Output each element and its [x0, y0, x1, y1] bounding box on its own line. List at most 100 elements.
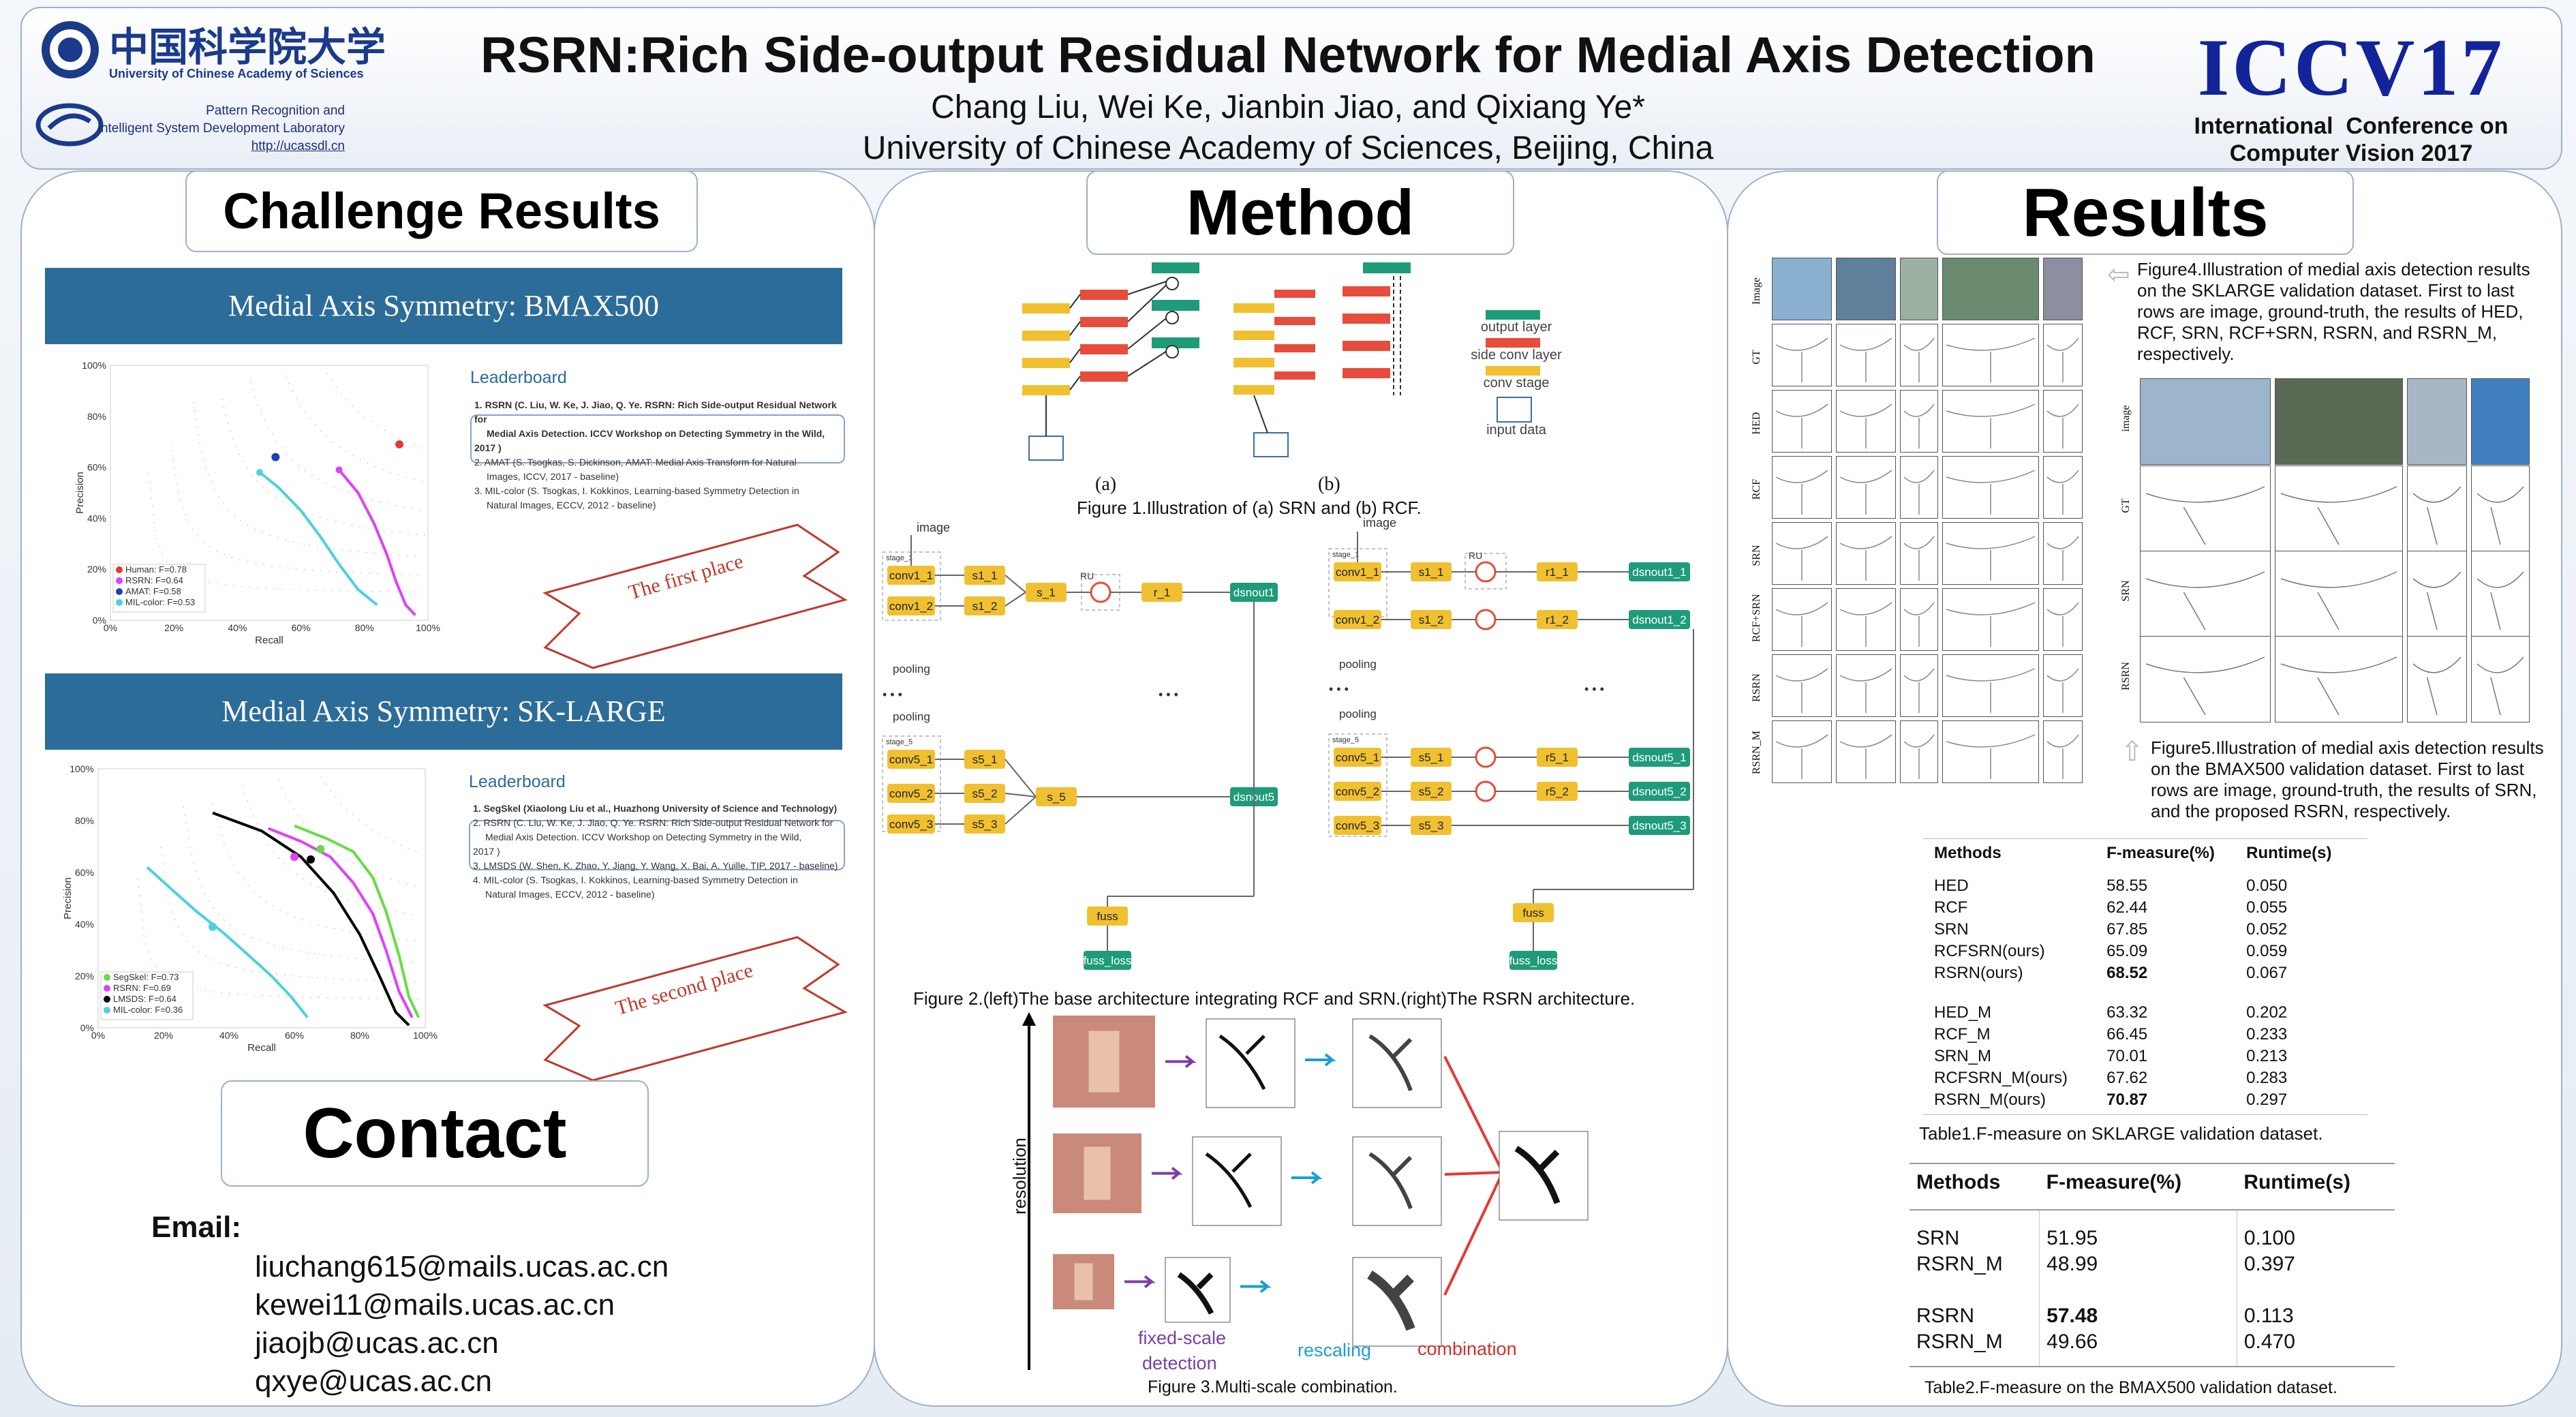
arch-s5-3-r-label: s5_3	[1419, 819, 1444, 832]
leaderboard2-title: Leaderboard	[469, 772, 566, 791]
table-cell: 51.95	[2039, 1210, 2237, 1251]
legend-output-swatch	[1486, 310, 1540, 320]
arch-ru-circle-r1	[1475, 561, 1497, 583]
poster-affiliation: University of Chinese Academy of Science…	[862, 130, 1714, 166]
table1-caption: Table1.F-measure on SKLARGE validation d…	[1919, 1123, 2323, 1144]
fig4-result-cell	[2043, 654, 2083, 717]
x-tick-label: 60%	[292, 622, 311, 633]
leaderboard-entry: Images, ICCV, 2017 - baseline)	[487, 471, 619, 482]
table-cell: 0.213	[2246, 1047, 2288, 1065]
fig4-result-cell	[1900, 588, 1938, 651]
legend-label: RSRN: F=0.64	[125, 575, 183, 585]
fig4-result-cell	[1836, 522, 1896, 585]
email-4[interactable]: qxye@ucas.ac.cn	[255, 1365, 492, 1398]
fig3-photo-figure	[1088, 1031, 1120, 1093]
arch-image-label: image	[917, 521, 950, 534]
lab-url-link[interactable]: http://ucassdl.cn	[251, 139, 345, 153]
table-cell: 67.85	[2106, 920, 2148, 939]
email-3[interactable]: jiaojb@ucas.ac.cn	[255, 1326, 499, 1360]
arch-s5-2-box	[964, 784, 1005, 803]
table-cell: RCFSRN_M(ours)	[1934, 1069, 2068, 1087]
arch-s5-2-r-label: s5_2	[1419, 785, 1444, 798]
table-cell: RSRN	[1916, 1305, 1975, 1327]
fig4-result-cell	[1836, 456, 1896, 519]
series-line	[212, 811, 410, 1026]
contact-title: Contact	[221, 1080, 649, 1187]
fig4-row-label: RCF	[1751, 478, 1762, 500]
y-tick-label: 0%	[80, 1022, 94, 1033]
y-tick-label: 20%	[75, 971, 94, 981]
arch-dsnout5-1-label: dsnout5_1	[1632, 751, 1686, 764]
table-cell: RSRN_M(ours)	[1934, 1091, 2046, 1109]
arch-s5-1-r-label: s5_1	[1419, 751, 1444, 764]
fig3-arrow-blue	[1291, 1171, 1323, 1185]
arch-pooling-label-2: pooling	[893, 710, 930, 723]
arch-dsnout1-1-label: dsnout1_1	[1632, 566, 1686, 579]
fig4-result-cell	[1772, 654, 1832, 717]
fig4-result-cell	[2043, 522, 2083, 585]
arch-r5-1-box	[1537, 748, 1578, 767]
arch-conv1-1-r-label: conv1_1	[1336, 566, 1379, 579]
connector	[1005, 796, 1037, 825]
legend-label: SegSkel: F=0.73	[113, 972, 179, 982]
conf-line1: International Conference on	[2194, 113, 2509, 139]
fig1-rcf-diagram	[1233, 262, 1411, 457]
table-cell: 0.067	[2246, 964, 2288, 982]
table-cell: RSRN_M	[1910, 1329, 2040, 1367]
table-header-cell: Methods	[1934, 844, 2002, 862]
arch-conv5-1-r-label: conv5_1	[1336, 751, 1379, 764]
legend-input-swatch	[1497, 397, 1532, 423]
table-cell: SRN	[1934, 920, 1969, 939]
fig3-rescaled-stroke	[1368, 1152, 1413, 1210]
leaderboard-entry: Natural Images, ECCV, 2012 - baseline)	[487, 500, 656, 511]
arch-s1-2-r-box	[1411, 610, 1452, 629]
poster-header	[20, 7, 2562, 170]
poster-authors: Chang Liu, Wei Ke, Jianbin Jiao, and Qix…	[931, 89, 1645, 125]
table-cell: 0.202	[2246, 1003, 2288, 1022]
arch-conv1-1-box	[887, 566, 935, 585]
series-point	[209, 922, 217, 931]
table-cell: 63.32	[2106, 1003, 2148, 1022]
table-cell: 62.44	[2106, 898, 2148, 917]
x-tick-label: 20%	[164, 622, 183, 633]
fig5-caption: Figure5.Illustration of medial axis dete…	[2151, 737, 2544, 821]
fig3-multiscale-diagram	[1022, 1012, 1589, 1370]
legend-swatch	[116, 577, 123, 584]
method-title: Method	[1086, 170, 1514, 255]
fig4-result-cell	[1942, 522, 2039, 585]
arch-r1-1-box	[1537, 562, 1578, 581]
fig1-label-b: (b)	[1318, 474, 1340, 495]
fig4-result-cell	[1836, 324, 1896, 386]
fig2-architecture-diagram: imagestage_1conv1_1conv1_2s1_1s1_2s_1RUr…	[882, 516, 1694, 970]
arch-conv5-1-label: conv5_1	[889, 753, 933, 766]
fig4-result-cell	[1836, 654, 1896, 717]
leaderboard-entry: 4. MIL-color (S. Tsogkas, I. Kokkinos, L…	[473, 874, 798, 885]
lab-logo-icon	[35, 101, 104, 149]
legend-label: MIL-color: F=0.53	[125, 597, 195, 607]
fig4-result-cell	[1942, 588, 2039, 651]
fig4-row-label: HED	[1751, 412, 1762, 435]
connector	[1005, 759, 1037, 797]
email-1[interactable]: liuchang615@mails.ucas.ac.cn	[255, 1250, 669, 1283]
y-tick-label: 80%	[87, 411, 106, 422]
table-cell: 70.01	[2106, 1047, 2148, 1065]
fig4-result-cell	[1772, 522, 1832, 585]
series-point	[307, 855, 315, 864]
table-cell: 0.052	[2246, 920, 2288, 939]
fig4-caption: Figure4.Illustration of medial axis dete…	[2137, 259, 2530, 364]
arch-s5-1-r-box	[1411, 748, 1452, 767]
arch-fuss-left-label: fuss	[1097, 910, 1118, 923]
stage-frame	[882, 735, 941, 832]
fig4-image-cell	[1836, 258, 1896, 320]
table-cell: 0.113	[2236, 1277, 2395, 1329]
arch-s5-3-label: s5_3	[972, 818, 998, 831]
legend-label: LMSDS: F=0.64	[113, 994, 177, 1004]
series-point	[256, 469, 264, 476]
iso-f-curve	[137, 878, 419, 1000]
email-2[interactable]: kewei11@mails.ucas.ac.cn	[255, 1288, 615, 1322]
legend-sideconv-label: side conv layer	[1471, 348, 1562, 363]
